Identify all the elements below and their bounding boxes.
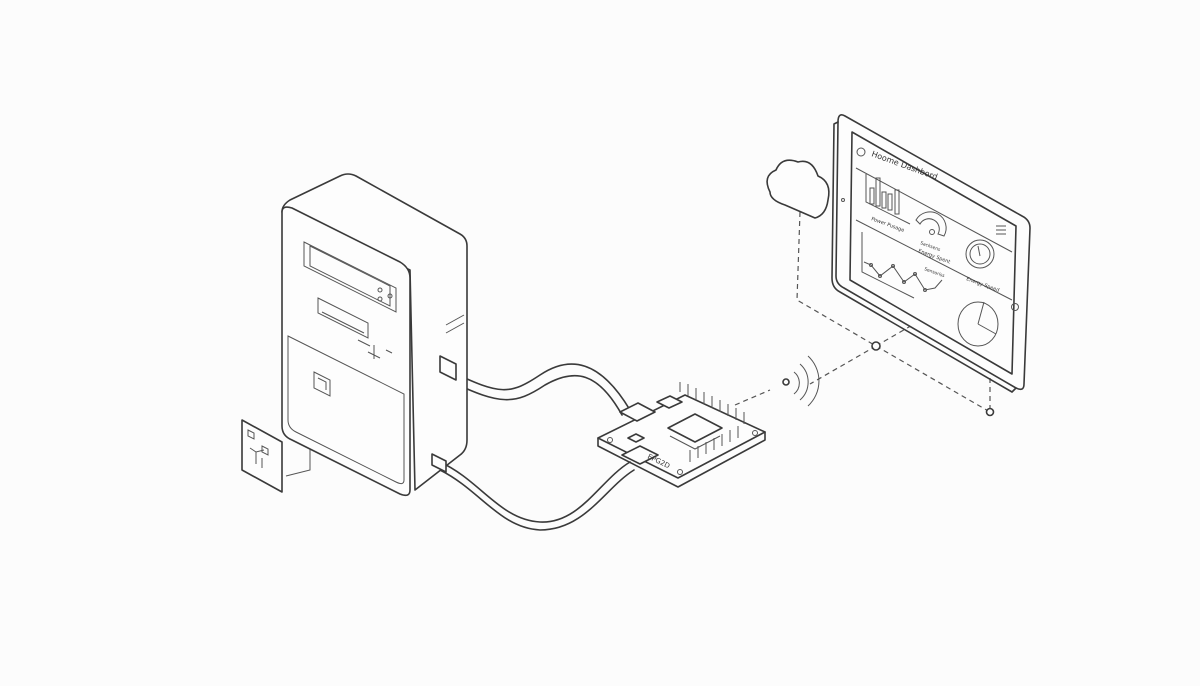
cables [439, 363, 635, 531]
network-icon [241, 402, 311, 493]
bar-chart [865, 174, 911, 225]
pie-chart [957, 301, 999, 347]
wifi-signal-icon [782, 355, 820, 407]
line-chart [861, 232, 943, 299]
cloud-icon [766, 159, 830, 219]
microcontroller-board-icon: EPG2D [597, 382, 766, 488]
tablet-icon: Hoome Dashbord Power Pusage Sacksens Ene… [831, 114, 1031, 393]
server-tower-icon [281, 173, 468, 497]
